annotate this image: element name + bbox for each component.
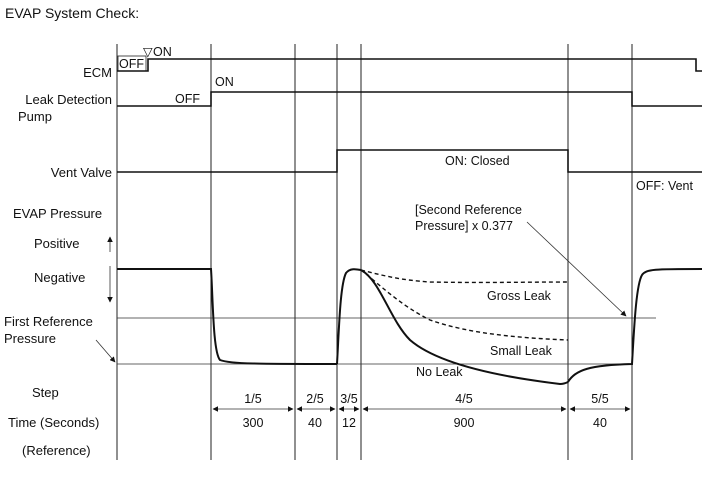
small-leak-curve <box>360 269 569 341</box>
negative-label: Negative <box>34 270 85 285</box>
vent-valve-signal <box>117 149 702 173</box>
step-1-time: 300 <box>243 416 264 430</box>
vent-on-text: ON: Closed <box>445 154 510 168</box>
first-reference-arrow <box>95 339 116 363</box>
vent-valve-label: Vent Valve <box>51 165 112 180</box>
ecm-signal <box>117 58 702 72</box>
step-1-label: 1/5 <box>244 392 261 406</box>
step-2-label: 2/5 <box>306 392 323 406</box>
gross-leak-curve <box>360 269 569 284</box>
ecm-off-text: OFF <box>119 57 144 71</box>
pressure-curve-rise <box>336 268 362 365</box>
ecm-on-marker-icon: ▽ <box>143 45 153 59</box>
gross-leak-label: Gross Leak <box>487 289 552 303</box>
pressure-curve-main <box>117 268 338 365</box>
ecm-on-text: ON <box>153 45 172 59</box>
no-leak-label: No Leak <box>416 365 463 379</box>
vertical-guides <box>116 44 633 460</box>
vent-off-text: OFF: Vent <box>636 179 693 193</box>
step-2-time: 40 <box>308 416 322 430</box>
first-reference-label-line1: First Reference <box>4 314 93 329</box>
reference-label: (Reference) <box>22 443 91 458</box>
step-3-time: 12 <box>342 416 356 430</box>
second-reference-arrow <box>526 221 627 317</box>
no-leak-curve <box>360 269 569 386</box>
first-reference-label-line2: Pressure <box>4 331 56 346</box>
step-3-label: 3/5 <box>340 392 357 406</box>
second-reference-label-line2: Pressure] x 0.377 <box>415 219 513 233</box>
step-5-time: 40 <box>593 416 607 430</box>
positive-label: Positive <box>34 236 80 251</box>
step-4-time: 900 <box>454 416 475 430</box>
page-title: EVAP System Check: <box>5 5 139 21</box>
time-label: Time (Seconds) <box>8 415 99 430</box>
leak-detection-pump-signal <box>117 91 702 107</box>
step-label: Step <box>32 385 59 400</box>
second-reference-label-line1: [Second Reference <box>415 203 522 217</box>
ecm-label: ECM <box>83 65 112 80</box>
step-4-label: 4/5 <box>455 392 472 406</box>
small-leak-label: Small Leak <box>490 344 553 358</box>
pump-label-line1: Leak Detection <box>25 92 112 107</box>
pump-on-text: ON <box>215 75 234 89</box>
step-5-label: 5/5 <box>591 392 608 406</box>
pressure-curve-recovery <box>567 268 703 383</box>
evap-pressure-label: EVAP Pressure <box>13 206 102 221</box>
pump-off-text: OFF <box>175 92 200 106</box>
pump-label-line2: Pump <box>18 109 52 124</box>
